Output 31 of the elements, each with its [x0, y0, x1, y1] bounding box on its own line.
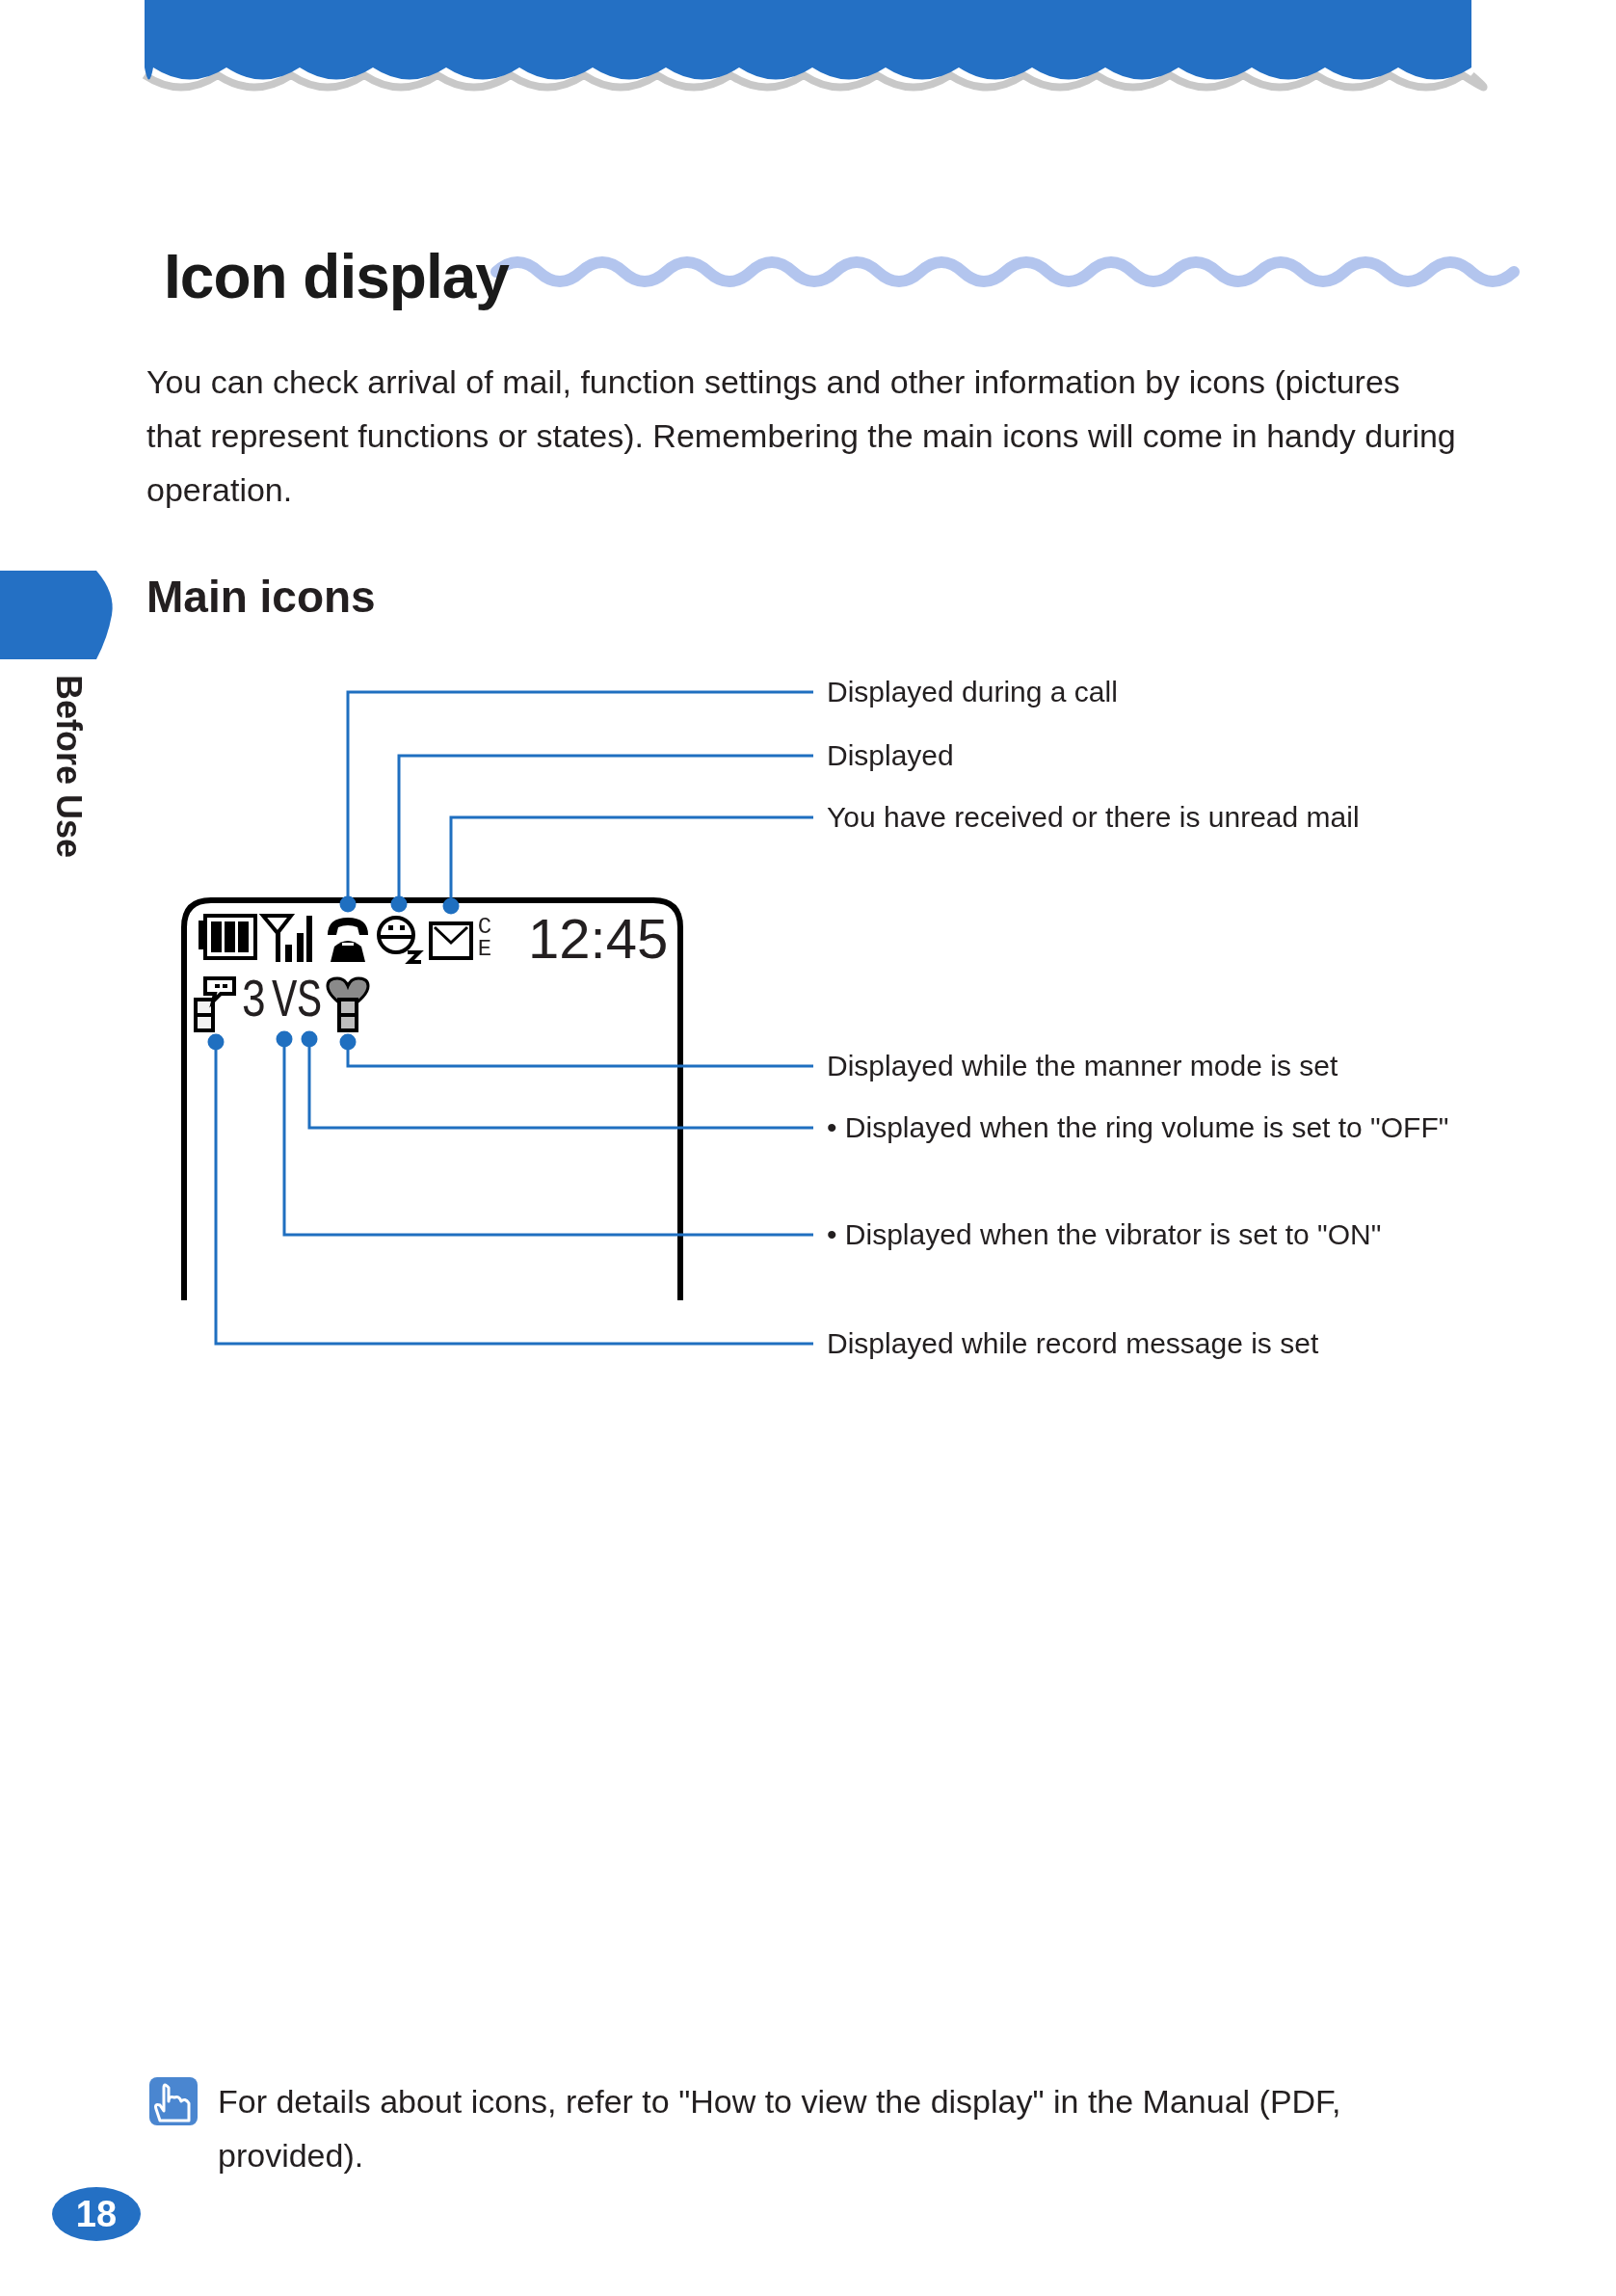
envelope-icon — [429, 921, 473, 960]
callout-text: Displayed while the manner mode is set — [827, 1049, 1338, 1083]
leader-line — [442, 815, 813, 915]
section-tab-label: Before Use — [48, 675, 89, 859]
callout-text: Displayed — [827, 738, 954, 773]
telephone-icon — [328, 918, 368, 962]
leader-line — [301, 1030, 813, 1130]
intro-paragraph: You can check arrival of mail, function settings and other information by icons (pictures that represent functions or states). Remembering the main icons will come in handy during operation. — [146, 362, 1457, 510]
clock-time: 12:45 — [528, 910, 669, 968]
leader-line — [339, 690, 813, 913]
display-text: 3 — [241, 970, 267, 1034]
globe-icon — [377, 916, 424, 964]
page-number: 18 — [74, 2194, 119, 2234]
section-tab — [0, 571, 113, 659]
leader-line — [390, 754, 813, 913]
heart-phone-icon — [326, 976, 370, 1032]
leader-line — [207, 1033, 813, 1346]
section-heading: Main icons — [146, 571, 376, 623]
callout-text: • Displayed when the ring volume is set to "OFF" — [827, 1110, 1449, 1145]
callout-text: Displayed while record message is set — [827, 1326, 1319, 1361]
phone-speech-bubble-icon — [194, 976, 236, 1032]
leader-line — [276, 1030, 813, 1237]
footnote-text: For details about icons, refer to "How to view the display" in the Manual (PDF, provided). — [218, 2082, 1342, 2176]
callout-text: Displayed during a call — [827, 675, 1118, 709]
ring-volume-indicator: S — [297, 966, 322, 1037]
page-title: Icon display — [164, 241, 509, 312]
display-text: C E — [476, 916, 493, 960]
vibrator-indicator: V — [272, 966, 297, 1037]
callout-text: You have received or there is unread mail — [827, 800, 1360, 835]
callout-text: • Displayed when the vibrator is set to "ON" — [827, 1217, 1382, 1252]
leader-line — [339, 1033, 813, 1068]
